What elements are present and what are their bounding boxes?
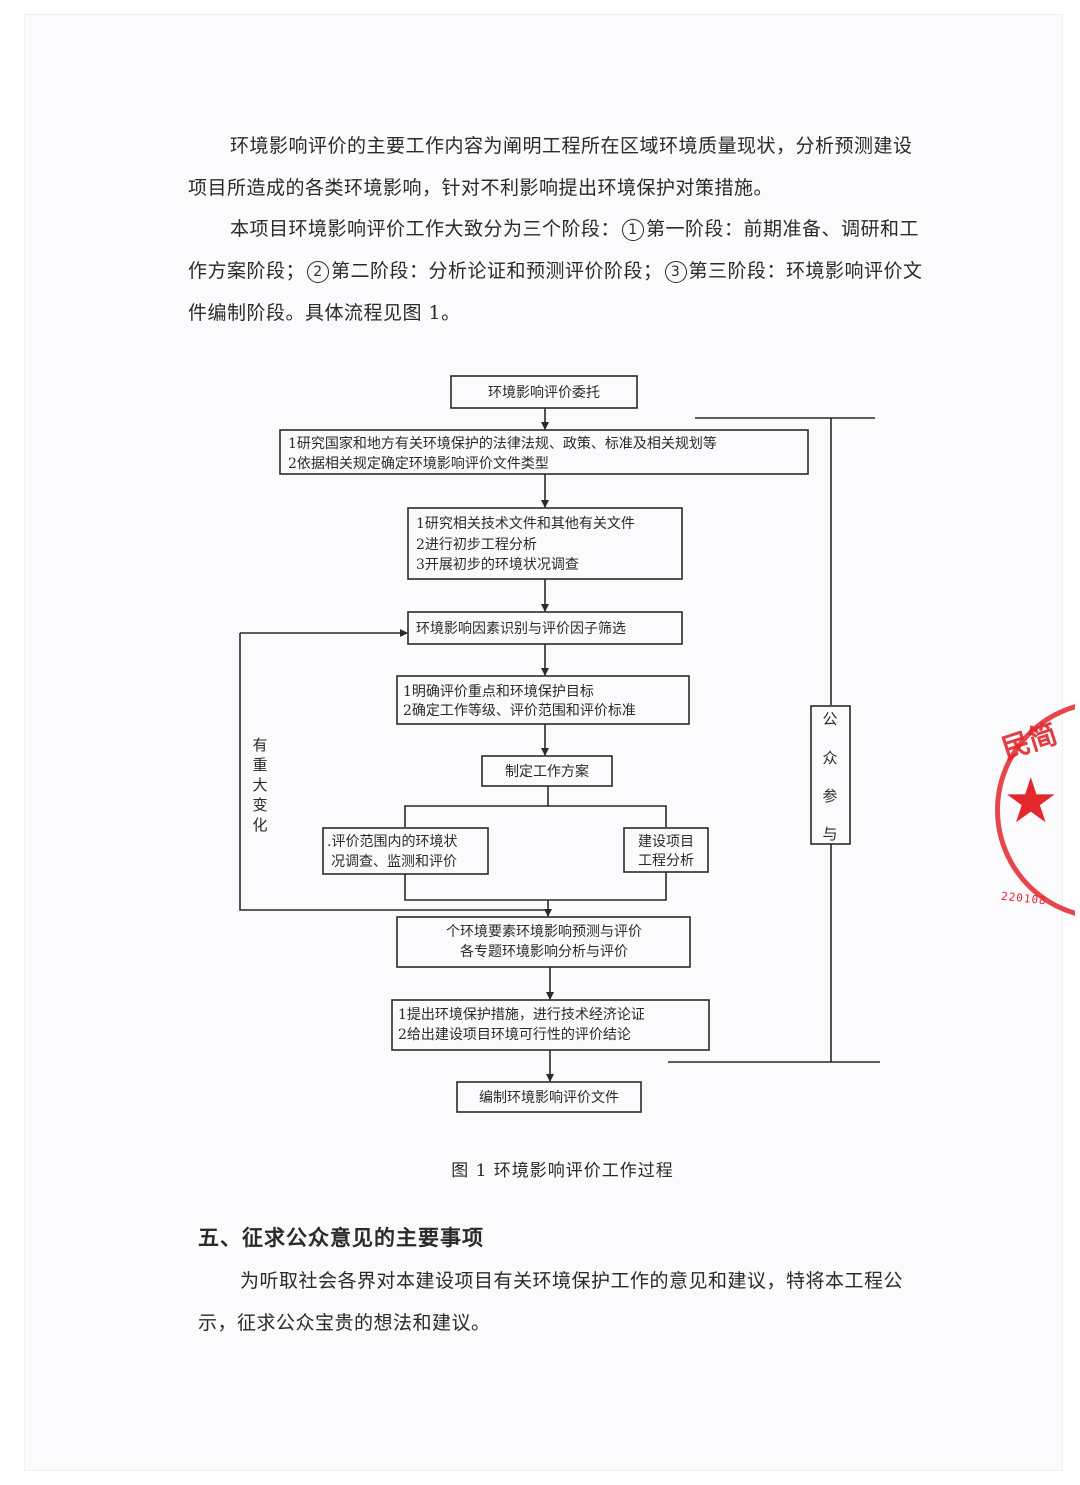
public-opinion-paragraph: 为听取社会各界对本建设项目有关环境保护工作的意见和建议，特将本工程公示，征求公众… — [198, 1270, 904, 1334]
loop-label-char-1: 有 — [252, 736, 267, 754]
stage-2-text: 第二阶段：分析论证和预测评价阶段； — [331, 260, 663, 282]
box-targets-line-1: 1明确评价重点和环境保护目标 — [403, 684, 594, 700]
circled-number-3: 3 — [664, 261, 687, 283]
loop-line — [239, 633, 548, 911]
public-label-char-1: 公 — [822, 710, 837, 728]
seal-star-icon: ★ — [1003, 764, 1059, 837]
document-sheet — [25, 15, 1062, 1470]
box-entrust-text: 环境影响评价委托 — [488, 385, 600, 401]
box-measures-line-1: 1提出环境保护措施，进行技术经济论证 — [398, 1007, 645, 1023]
box-prelim-line-2: 2进行初步工程分析 — [416, 536, 537, 553]
loop-label-char-4: 变 — [252, 796, 267, 814]
official-seal: 民简 ★ 220108 — [995, 700, 1075, 930]
circled-number-2: 2 — [307, 261, 330, 283]
circled-number-1: 1 — [622, 219, 645, 241]
box-compile — [456, 1081, 642, 1113]
box-laws-line-1: 1研究国家和地方有关环境保护的法律法规、政策、标准及相关规划等 — [288, 435, 717, 452]
public-label-char-3: 参 — [822, 787, 837, 805]
box-measures-line-2: 2给出建设项目环境可行性的评价结论 — [398, 1027, 631, 1043]
loop-label-char-2: 重 — [252, 756, 267, 774]
merge-right — [548, 872, 667, 901]
figure-caption: 图 1 环境影响评价工作过程 — [451, 1161, 674, 1181]
flowchart: 环境影响评价委托 1研究国家和地方有关环境保护的法律法规、政策、标准及相关规划等… — [239, 375, 880, 1113]
loop-label-char-3: 大 — [252, 776, 267, 794]
merge-left — [404, 874, 548, 901]
box-compile-text: 编制环境影响评价文件 — [479, 1090, 619, 1106]
box-laws-line-2: 2依据相关规定确定环境影响评价文件类型 — [288, 456, 549, 472]
intro-paragraph: 环境影响评价的主要工作内容为阐明工程所在区域环境质量现状，分析预测建设项目所造成… — [188, 135, 913, 199]
stage-1-text: 第一阶段：前期准备、调研和工作方案阶段； — [188, 218, 920, 282]
box-survey-line-2: 况调查、监测和评价 — [331, 854, 457, 870]
box-predict-line-2: 各专题环境影响分析与评价 — [460, 944, 628, 960]
stages-lead: 本项目环境影响评价工作大致分为三个阶段： — [230, 218, 621, 240]
box-plan — [481, 755, 613, 787]
box-predict — [396, 916, 691, 968]
split-branch — [404, 805, 667, 827]
section-heading: 五、征求公众意见的主要事项 — [198, 1226, 484, 1250]
box-factors-text: 环境影响因素识别与评价因子筛选 — [416, 621, 626, 637]
box-engineering-line-2: 工程分析 — [638, 853, 694, 869]
box-targets — [396, 675, 690, 725]
box-entrust — [450, 375, 638, 409]
public-label-char-2: 众 — [822, 749, 837, 767]
box-prelim-line-1: 1研究相关技术文件和其他有关文件 — [416, 516, 635, 532]
box-targets-line-2: 2确定工作等级、评价范围和评价标准 — [403, 702, 636, 719]
box-predict-line-1: 个环境要素环境影响预测与评价 — [446, 924, 642, 940]
stage-3-text: 第三阶段：环境影响评价文件编制阶段。具体流程见图 1。 — [188, 260, 923, 324]
box-laws — [279, 429, 809, 475]
box-survey-line-1: .评价范围内的环境状 — [327, 833, 457, 850]
public-label-char-4: 与 — [822, 825, 837, 843]
box-engineering-line-1: 建设项目 — [638, 834, 694, 850]
box-plan-text: 制定工作方案 — [505, 763, 589, 780]
loop-label-char-5: 化 — [252, 816, 267, 834]
box-prelim-line-3: 3开展初步的环境状况调查 — [416, 556, 579, 573]
